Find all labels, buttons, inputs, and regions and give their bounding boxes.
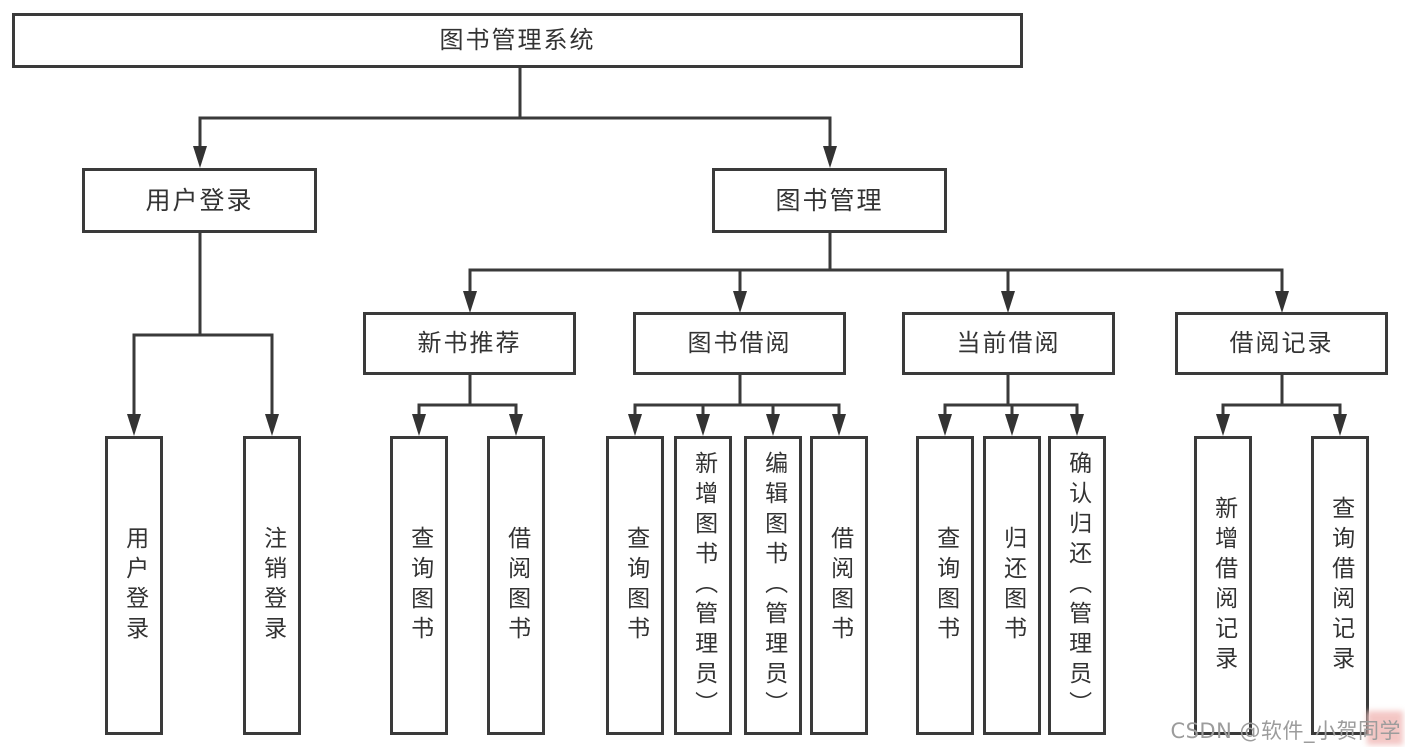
arrowhead-icon bbox=[1333, 414, 1347, 436]
node-label: 查询图书 bbox=[932, 525, 959, 646]
arrowhead-icon bbox=[193, 146, 207, 168]
arrowhead-icon bbox=[1216, 414, 1230, 436]
node-label: 查询图书 bbox=[622, 525, 649, 646]
arrowhead-icon bbox=[1005, 414, 1019, 436]
node-borrow-records: 借阅记录 bbox=[1175, 312, 1388, 375]
node-label: 借阅图书 bbox=[826, 525, 853, 646]
leaf-user-login: 用户登录 bbox=[105, 436, 163, 735]
arrowhead-icon bbox=[265, 414, 279, 436]
connector-arrowheads bbox=[127, 146, 1347, 436]
node-label: 归还图书 bbox=[999, 525, 1026, 646]
leaf-query-books: 查询图书 bbox=[606, 436, 664, 735]
arrowhead-icon bbox=[628, 414, 642, 436]
arrowhead-icon bbox=[733, 291, 747, 313]
arrowhead-icon bbox=[766, 414, 780, 436]
node-label: 编辑图书（管理员） bbox=[760, 450, 787, 721]
arrowhead-icon bbox=[823, 146, 837, 168]
node-label: 用户登录 bbox=[145, 185, 254, 215]
node-label: 新书推荐 bbox=[417, 329, 522, 358]
node-book-borrow: 图书借阅 bbox=[633, 312, 846, 375]
arrowhead-icon bbox=[938, 414, 952, 436]
arrowhead-icon bbox=[412, 414, 426, 436]
connector-segments bbox=[132, 66, 1342, 416]
arrowhead-icon bbox=[509, 414, 523, 436]
arrowhead-icon bbox=[1070, 414, 1084, 436]
node-label: 借阅图书 bbox=[503, 525, 530, 646]
leaf-query-borrow-record: 查询借阅记录 bbox=[1311, 436, 1369, 735]
watermark-highlight bbox=[1367, 711, 1403, 745]
node-label: 新增图书（管理员） bbox=[690, 450, 717, 721]
node-label: 确认归还（管理员） bbox=[1064, 450, 1091, 721]
leaf-return-books: 归还图书 bbox=[983, 436, 1041, 735]
node-label: 借阅记录 bbox=[1229, 329, 1334, 358]
leaf-add-books-admin: 新增图书（管理员） bbox=[674, 436, 732, 735]
arrowhead-icon bbox=[1001, 291, 1015, 313]
arrowhead-icon bbox=[696, 414, 710, 436]
node-book-management: 图书管理 bbox=[712, 168, 947, 233]
leaf-query-books: 查询图书 bbox=[916, 436, 974, 735]
leaf-add-borrow-record: 新增借阅记录 bbox=[1194, 436, 1252, 735]
leaf-borrow-books: 借阅图书 bbox=[810, 436, 868, 735]
watermark: CSDN @软件_小贺同学 bbox=[1170, 719, 1401, 743]
leaf-borrow-books: 借阅图书 bbox=[487, 436, 545, 735]
leaf-confirm-return-admin: 确认归还（管理员） bbox=[1048, 436, 1106, 735]
node-label: 注销登录 bbox=[259, 525, 286, 646]
node-label: 图书借阅 bbox=[687, 329, 792, 358]
leaf-logout: 注销登录 bbox=[243, 436, 301, 735]
arrowhead-icon bbox=[127, 414, 141, 436]
arrowhead-icon bbox=[832, 414, 846, 436]
node-root-system: 图书管理系统 bbox=[12, 13, 1023, 68]
leaf-query-books: 查询图书 bbox=[390, 436, 448, 735]
node-label: 查询图书 bbox=[406, 525, 433, 646]
node-label: 用户登录 bbox=[121, 525, 148, 646]
node-label: 新增借阅记录 bbox=[1210, 495, 1237, 676]
arrowhead-icon bbox=[1275, 291, 1289, 313]
node-new-book-recommend: 新书推荐 bbox=[363, 312, 576, 375]
leaf-edit-books-admin: 编辑图书（管理员） bbox=[744, 436, 802, 735]
node-label: 图书管理 bbox=[775, 185, 884, 215]
arrowhead-icon bbox=[463, 291, 477, 313]
node-label: 图书管理系统 bbox=[439, 26, 596, 55]
node-label: 当前借阅 bbox=[956, 329, 1061, 358]
node-label: 查询借阅记录 bbox=[1327, 495, 1354, 676]
node-user-login: 用户登录 bbox=[82, 168, 317, 233]
node-current-borrow: 当前借阅 bbox=[902, 312, 1115, 375]
